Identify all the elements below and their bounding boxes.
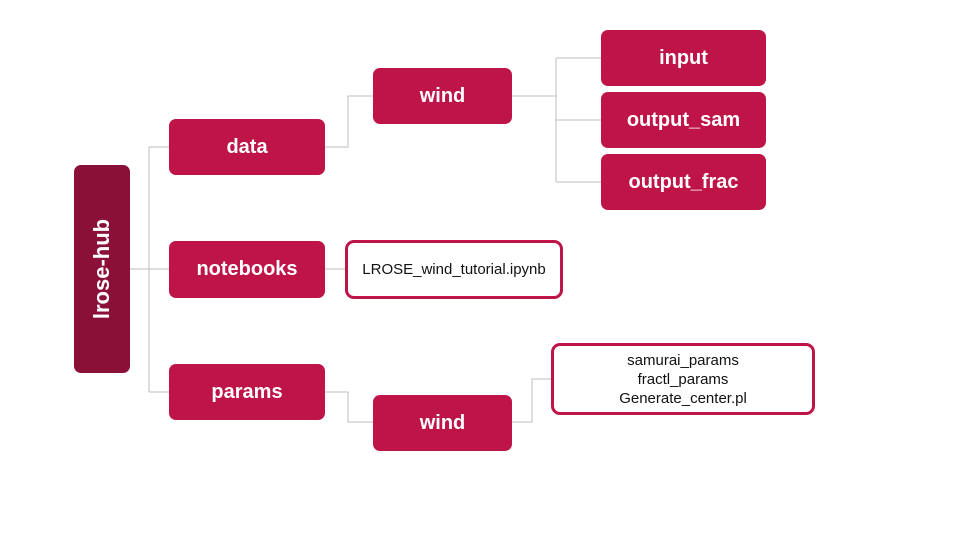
folder-params-wind[interactable]: wind (373, 395, 512, 451)
file-item: Generate_center.pl (619, 389, 747, 407)
file-list-params-wind[interactable]: samurai_params fractl_params Generate_ce… (551, 343, 815, 415)
connector-params-wind (324, 391, 373, 423)
connector-params-wind-files (511, 378, 552, 423)
folder-params[interactable]: params (169, 364, 325, 420)
folder-data-wind[interactable]: wind (373, 68, 512, 124)
root-folder-label: lrose-hub (89, 218, 115, 320)
root-folder-lrose-hub[interactable]: lrose-hub (74, 165, 130, 373)
file-notebook[interactable]: LROSE_wind_tutorial.ipynb (345, 240, 563, 299)
folder-output-frac[interactable]: output_frac (601, 154, 766, 210)
file-notebook-label: LROSE_wind_tutorial.ipynb (362, 261, 546, 278)
folder-input[interactable]: input (601, 30, 766, 86)
folder-data[interactable]: data (169, 119, 325, 175)
folder-output-sam[interactable]: output_sam (601, 92, 766, 148)
file-item: fractl_params (637, 370, 729, 388)
file-item: samurai_params (627, 351, 739, 369)
folder-notebooks[interactable]: notebooks (169, 241, 325, 298)
connector-data-wind (324, 95, 373, 148)
